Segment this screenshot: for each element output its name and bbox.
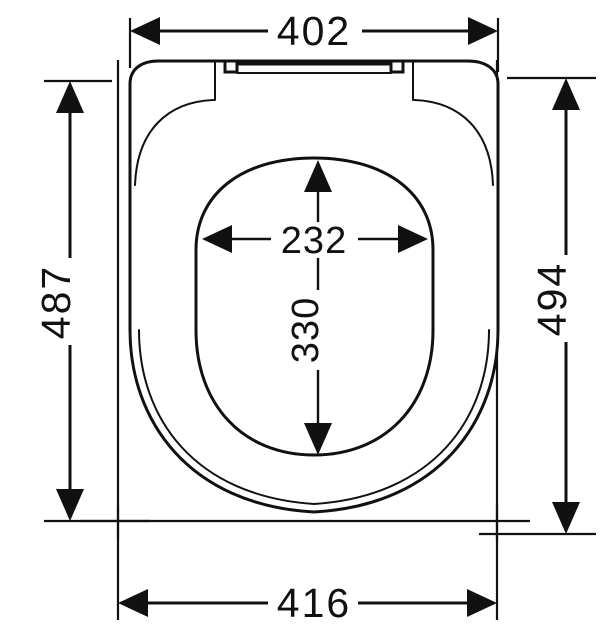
dim-label-402: 402 bbox=[277, 8, 351, 54]
arrow-416-right bbox=[467, 589, 497, 617]
arrow-402-left bbox=[130, 17, 160, 45]
lid-shoulder-left bbox=[134, 61, 216, 186]
dim-label-232: 232 bbox=[281, 220, 347, 262]
hinge-bar-group bbox=[223, 59, 405, 74]
dim-label-494: 494 bbox=[529, 262, 575, 336]
arrow-487-bottom bbox=[56, 489, 84, 521]
dimension-bottom-416: 416 bbox=[118, 580, 497, 626]
arrow-232-left bbox=[202, 225, 232, 253]
arrow-330-top bbox=[304, 160, 332, 192]
arrow-416-left bbox=[118, 589, 148, 617]
arrow-232-right bbox=[398, 225, 428, 253]
dimension-inner-232: 232 bbox=[202, 220, 428, 262]
inner-opening-path bbox=[194, 156, 435, 457]
arrow-330-bottom bbox=[304, 423, 332, 455]
dimension-top-402: 402 bbox=[130, 8, 498, 54]
dimension-left-487: 487 bbox=[33, 81, 84, 521]
hinge-bar bbox=[223, 59, 405, 74]
dim-label-487: 487 bbox=[33, 265, 79, 339]
arrow-494-top bbox=[552, 78, 580, 110]
dim-label-330: 330 bbox=[285, 297, 327, 363]
inner-opening-group bbox=[194, 156, 435, 457]
dim-label-416: 416 bbox=[277, 580, 351, 626]
arrow-494-bottom bbox=[552, 502, 580, 534]
seat-ring-inner-path bbox=[138, 329, 490, 505]
dimension-inner-330: 330 bbox=[285, 160, 332, 455]
dimension-right-494: 494 bbox=[529, 78, 580, 534]
arrow-402-right bbox=[468, 17, 498, 45]
arrow-487-top bbox=[56, 81, 84, 113]
lid-shoulder-right bbox=[412, 61, 494, 186]
